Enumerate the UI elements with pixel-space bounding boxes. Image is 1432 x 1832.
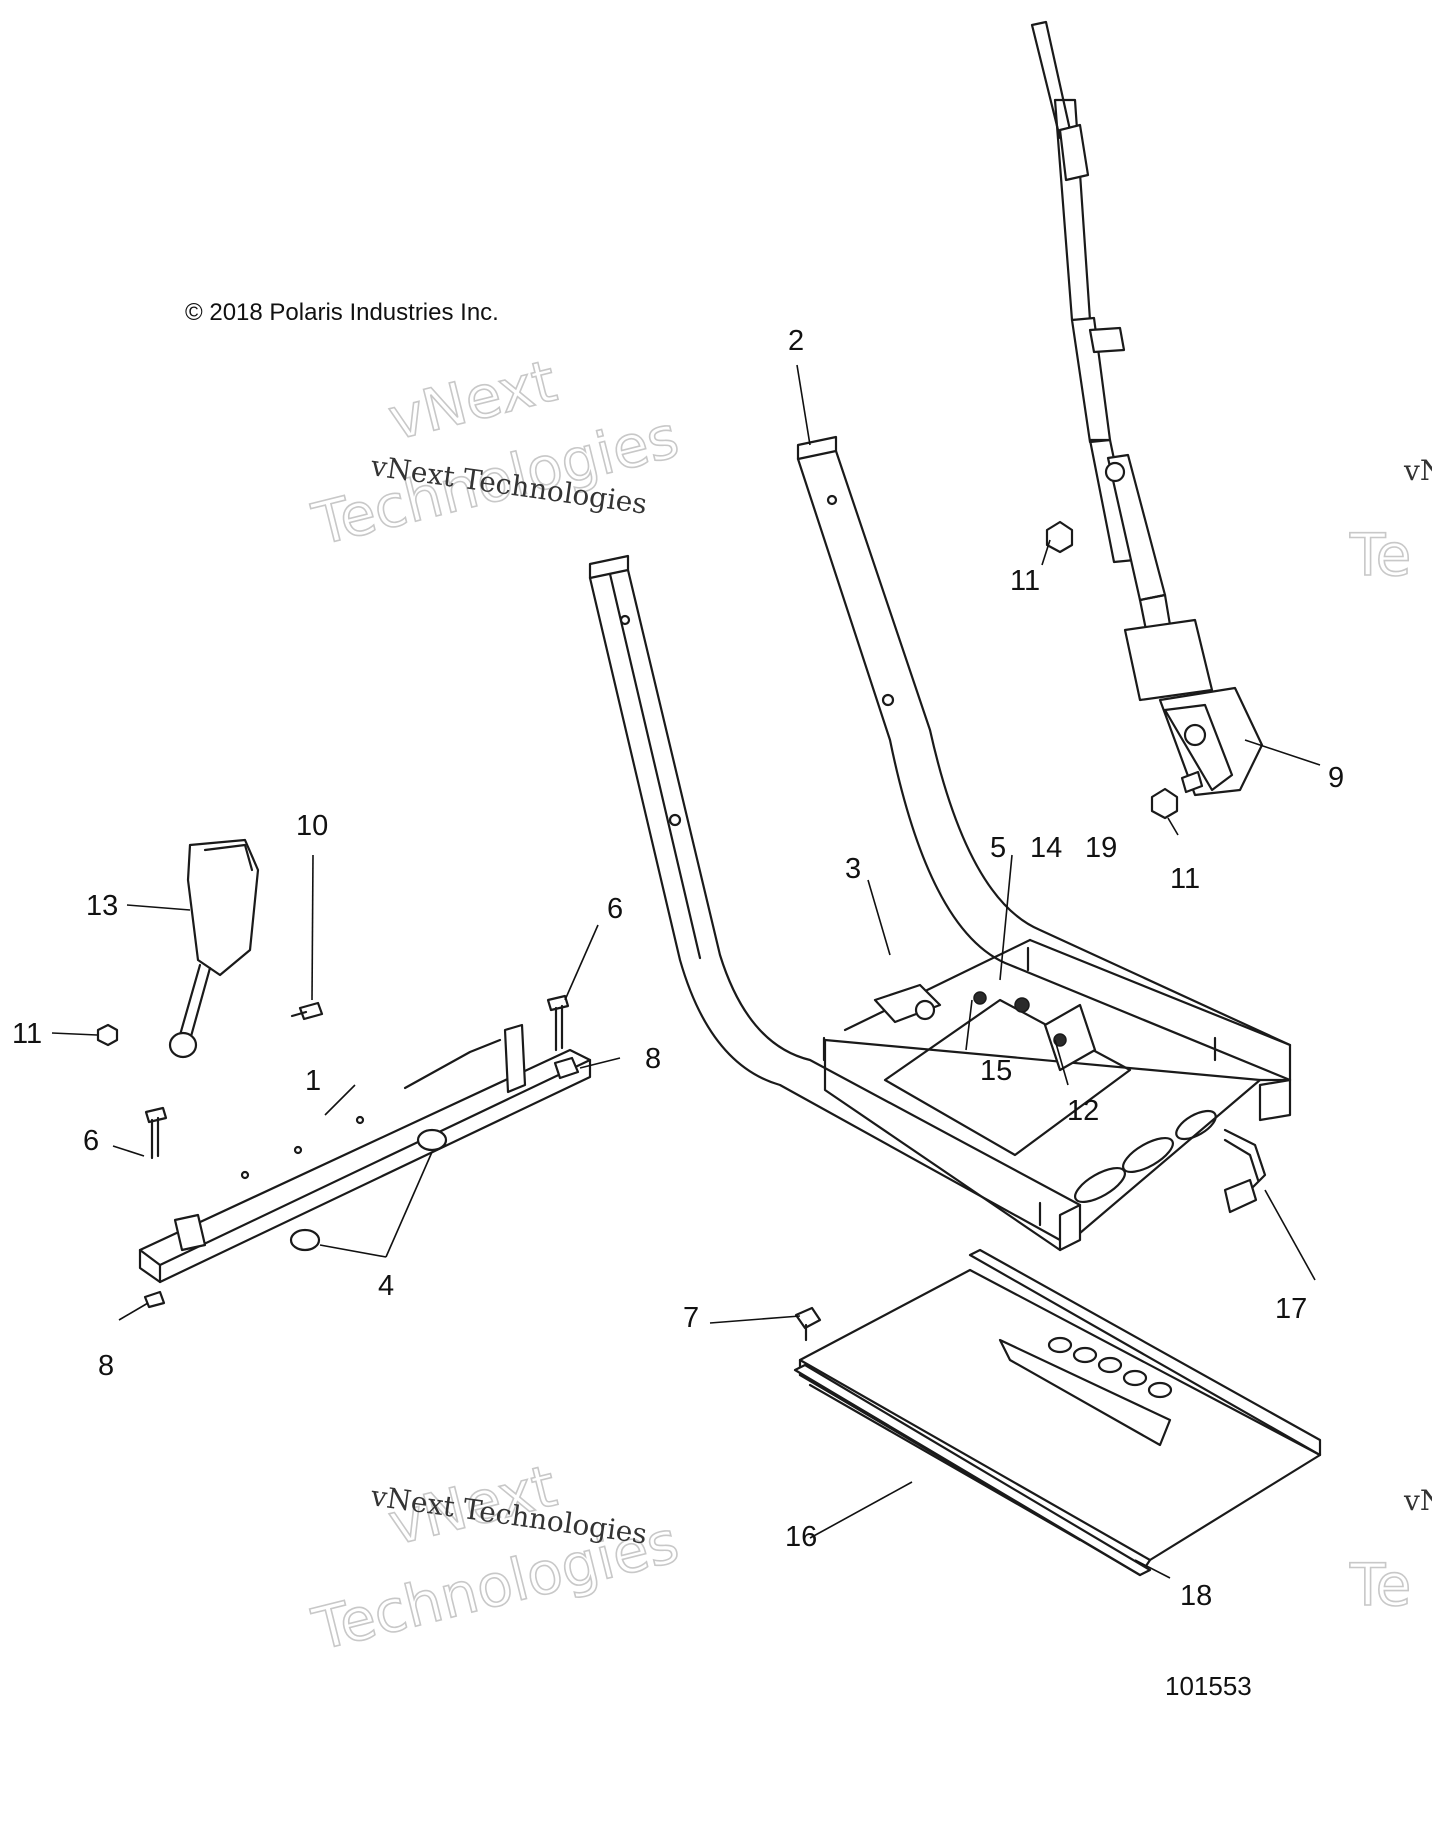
nut-11-upper <box>1045 520 1074 554</box>
callout-4: 4 <box>378 1270 394 1302</box>
watermark-edge: vN Te vN Te <box>1348 454 1432 1620</box>
callout-1: 1 <box>305 1065 321 1097</box>
grommet-4 <box>289 1128 448 1252</box>
callout-13: 13 <box>86 890 118 922</box>
seat-frame <box>588 435 1292 1252</box>
callout-17: 17 <box>1275 1293 1307 1325</box>
slider-rail-18 <box>793 1363 1152 1577</box>
callout-18: 18 <box>1180 1580 1212 1612</box>
clip-8-left <box>143 1290 166 1309</box>
figure-number: 101553 <box>1165 1671 1252 1701</box>
callout-10: 10 <box>296 810 328 842</box>
watermark-edge-fragment: vN <box>1403 1484 1432 1517</box>
nut-11-lower <box>1150 787 1179 820</box>
leader-lines <box>51 364 1321 1579</box>
callout-7: 7 <box>683 1302 699 1334</box>
callout-11-lower: 11 <box>1170 863 1200 895</box>
seat-belt-retractor <box>1030 20 1264 797</box>
callout-14: 14 <box>1030 832 1062 864</box>
callout-11-left: 11 <box>12 1018 42 1050</box>
watermark-edge-fragment: vN <box>1403 454 1432 487</box>
seat-slider-16 <box>798 1248 1322 1577</box>
front-tube-1 <box>138 1023 592 1284</box>
watermark-top: vNext Technologies vNext Technologies <box>305 346 686 560</box>
callout-6-upper: 6 <box>607 893 623 925</box>
callout-3: 3 <box>845 853 861 885</box>
callout-8-right: 8 <box>645 1043 661 1075</box>
watermark-edge-fragment: Te <box>1349 521 1411 589</box>
callouts: 2 3 5 14 19 15 12 11 11 9 17 7 16 18 1 1… <box>12 325 1344 1612</box>
bolt-6-lower <box>144 1106 168 1160</box>
callout-16: 16 <box>785 1521 817 1553</box>
callout-6-lower: 6 <box>83 1125 99 1157</box>
bolt-6-upper <box>546 994 570 1052</box>
callout-12: 12 <box>1067 1095 1099 1127</box>
seat-belt-buckle-13 <box>168 838 260 1059</box>
copyright-text: © 2018 Polaris Industries Inc. <box>185 299 499 326</box>
callout-11-upper: 11 <box>1010 565 1040 597</box>
clip-8-right <box>553 1056 580 1080</box>
nut-11-left <box>96 1023 119 1047</box>
bracket-3 <box>873 983 942 1024</box>
slot-row <box>1047 1336 1173 1399</box>
screw-7 <box>794 1306 822 1342</box>
latch-12 <box>973 991 1097 1072</box>
callout-8-left: 8 <box>98 1350 114 1382</box>
release-handle-17 <box>1223 1128 1267 1214</box>
callout-9: 9 <box>1328 762 1344 794</box>
watermark-edge-fragment: Te <box>1349 1551 1411 1619</box>
bolt-10 <box>290 1001 324 1021</box>
callout-19: 19 <box>1085 832 1117 864</box>
callout-2: 2 <box>788 325 804 357</box>
watermark-bottom: vNext Technologies vNext Technologies <box>305 1451 686 1665</box>
callout-5: 5 <box>990 832 1006 864</box>
callout-15: 15 <box>980 1055 1012 1087</box>
